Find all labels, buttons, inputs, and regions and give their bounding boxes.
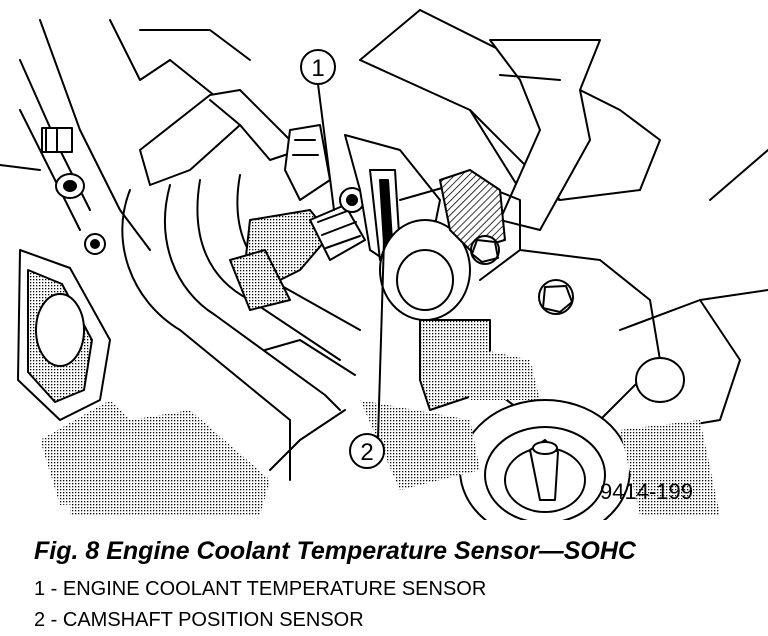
curved-tube-outer — [121, 189, 291, 481]
crank-pulley — [459, 399, 631, 520]
callout-2-marker — [349, 239, 385, 469]
hose-clamp-bracket — [139, 89, 301, 186]
tube-strap — [489, 39, 601, 231]
bolt-mid-left — [84, 233, 106, 255]
callout-2-number: 2 — [360, 439, 373, 466]
figure-title: Fig. 8 Engine Coolant Temperature Sensor… — [34, 537, 636, 565]
figure-id-label: 9414-199 — [600, 479, 693, 504]
legend-item-1: 1 - ENGINE COOLANT TEMPERATURE SENSOR — [34, 578, 487, 600]
bolt-center — [470, 235, 500, 265]
engine-block-outline — [39, 19, 151, 251]
bolt-right — [538, 279, 574, 315]
bolt-upper-left — [41, 127, 85, 199]
gear-teeth — [439, 169, 506, 251]
legend-item-2: 2 - CAMSHAFT POSITION SENSOR — [34, 609, 364, 631]
callout-1-number: 1 — [311, 55, 324, 82]
caption-block: Fig. 8 Engine Coolant Temperature Sensor… — [34, 536, 754, 636]
engine-line-drawing: 1 2 9414-199 — [0, 9, 768, 520]
callout-1-marker — [300, 49, 336, 211]
cam-pulley-housing — [379, 179, 521, 321]
coolant-temperature-sensor — [309, 187, 366, 261]
